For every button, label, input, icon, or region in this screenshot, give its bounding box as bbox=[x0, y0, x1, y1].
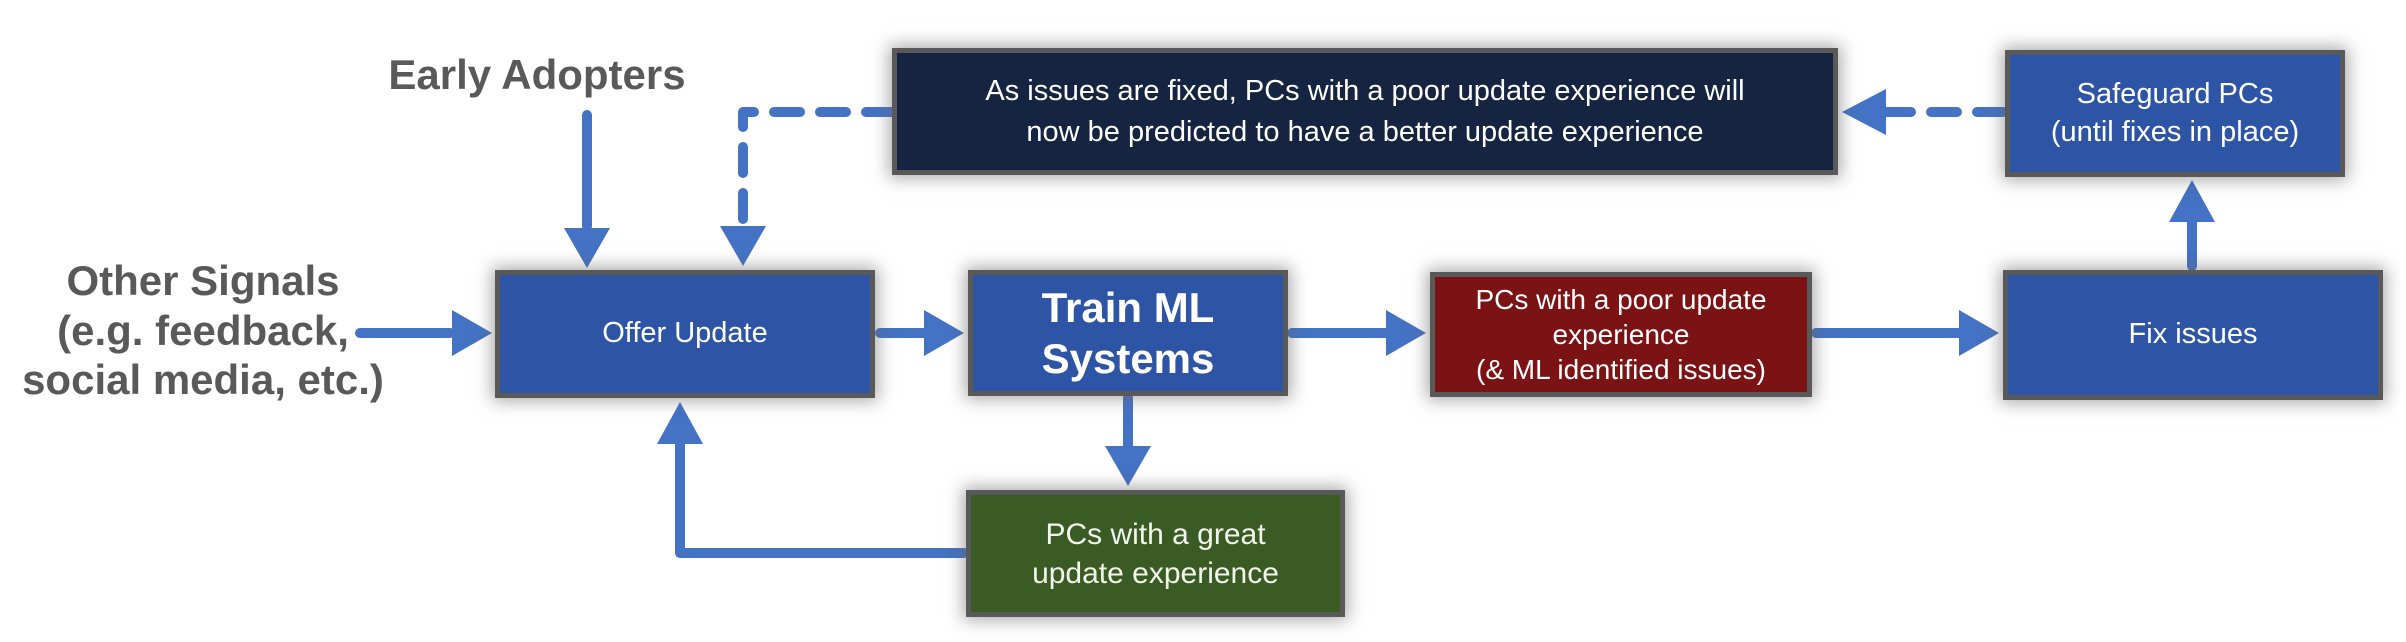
node-fix-issues: Fix issues bbox=[2003, 270, 2383, 400]
arrow-early-adopters-to-offer-update bbox=[564, 110, 610, 268]
early-adopters-label: Early Adopters bbox=[388, 51, 686, 98]
arrow-poor-update-to-fix-issues bbox=[1811, 310, 1999, 356]
node-offer-update: Offer Update bbox=[495, 270, 875, 398]
arrow-great-update-to-offer-update bbox=[657, 402, 969, 558]
arrow-dashed-safeguard-to-fixed-note bbox=[1842, 89, 2008, 135]
node-poor-update-pcs: PCs with a poor update experience (& ML … bbox=[1430, 272, 1812, 397]
node-safeguard-pcs: Safeguard PCs (until fixes in place) bbox=[2005, 50, 2345, 177]
arrow-offer-update-to-train-ml bbox=[875, 310, 964, 356]
arrow-train-ml-to-poor-update bbox=[1287, 310, 1426, 356]
node-train-ml-systems: Train ML Systems bbox=[968, 270, 1288, 396]
arrow-train-ml-to-great-update bbox=[1105, 393, 1151, 486]
other-signals-label: Other Signals (e.g. feedback, social med… bbox=[22, 257, 384, 404]
node-great-update-pcs: PCs with a great update experience bbox=[966, 490, 1345, 617]
arrow-fix-issues-to-safeguard bbox=[2169, 180, 2215, 271]
arrow-dashed-fixed-note-to-offer-update bbox=[720, 107, 897, 266]
node-fixed-note: As issues are fixed, PCs with a poor upd… bbox=[892, 48, 1838, 175]
